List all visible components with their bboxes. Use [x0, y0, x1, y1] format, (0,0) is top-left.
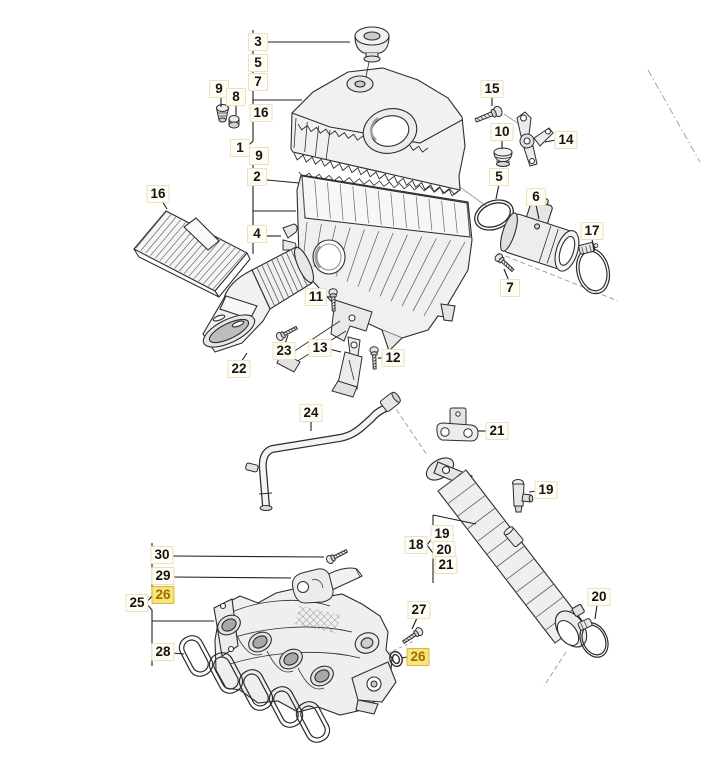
filter-element-in-housing-drawing	[302, 176, 470, 237]
callout-29[interactable]: 29	[151, 567, 175, 585]
hose-clamp-17-drawing	[571, 240, 614, 297]
callout-26[interactable]: 26	[406, 648, 430, 666]
callout-15[interactable]: 15	[480, 80, 504, 98]
callout-3[interactable]: 3	[248, 33, 268, 51]
o-ring-seal-drawing	[470, 195, 518, 236]
callout-28[interactable]: 28	[151, 643, 175, 661]
pipe-bracket-21-drawing	[437, 408, 478, 441]
callout-30[interactable]: 30	[150, 546, 174, 564]
breather-hose-drawing	[245, 391, 402, 511]
callout-16[interactable]: 16	[146, 185, 170, 203]
callout-6[interactable]: 6	[526, 188, 546, 206]
nut-drawing	[229, 116, 239, 129]
callout-16[interactable]: 16	[249, 104, 273, 122]
pipe-stub-drawing	[503, 525, 524, 547]
support-lever-drawing	[292, 568, 362, 603]
callout-21[interactable]: 21	[434, 556, 458, 574]
o-ring-26-drawing	[388, 650, 404, 668]
air-cleaner-cover-drawing	[291, 57, 465, 196]
callout-8[interactable]: 8	[226, 88, 246, 106]
callout-1[interactable]: 1	[230, 139, 250, 157]
callout-13[interactable]: 13	[308, 339, 332, 357]
callout-20[interactable]: 20	[587, 588, 611, 606]
bracket-13-drawing	[332, 337, 362, 397]
screw-12-icon	[369, 346, 380, 370]
callout-7[interactable]: 7	[500, 279, 520, 297]
callout-12[interactable]: 12	[381, 349, 405, 367]
rubber-buffer-drawing	[355, 27, 389, 62]
vent-valve-19-drawing	[513, 480, 533, 513]
callout-21[interactable]: 21	[485, 422, 509, 440]
screw-30-icon	[324, 546, 350, 566]
manifold-gaskets-drawing	[176, 632, 334, 746]
callout-24[interactable]: 24	[299, 404, 323, 422]
callout-23[interactable]: 23	[272, 342, 296, 360]
air-flow-meter-drawing	[497, 189, 590, 274]
vent-plug-drawing	[217, 105, 229, 123]
retaining-clip-drawing	[283, 224, 297, 250]
callout-19[interactable]: 19	[430, 525, 454, 543]
grommet-drawing	[494, 148, 512, 167]
callout-5[interactable]: 5	[248, 54, 268, 72]
intake-duct-drawing	[199, 245, 317, 353]
callout-11[interactable]: 11	[304, 288, 328, 306]
callout-7[interactable]: 7	[248, 73, 268, 91]
hose-clamp-20-drawing	[573, 615, 613, 662]
callout-14[interactable]: 14	[554, 131, 578, 149]
callout-25[interactable]: 25	[125, 594, 149, 612]
callout-27[interactable]: 27	[407, 601, 431, 619]
callout-22[interactable]: 22	[227, 360, 251, 378]
bracket-14-drawing	[517, 112, 553, 166]
callout-26[interactable]: 26	[151, 586, 175, 604]
intake-manifold-drawing	[214, 588, 396, 715]
callout-2[interactable]: 2	[247, 168, 267, 186]
callout-19[interactable]: 19	[534, 481, 558, 499]
manifold-ports	[214, 611, 337, 690]
callout-20[interactable]: 20	[432, 541, 456, 559]
callout-17[interactable]: 17	[580, 222, 604, 240]
callout-9[interactable]: 9	[249, 147, 269, 165]
callout-18[interactable]: 18	[404, 536, 428, 554]
callout-4[interactable]: 4	[247, 225, 267, 243]
filter-element-drawing	[134, 211, 250, 297]
callout-5[interactable]: 5	[489, 168, 509, 186]
callout-10[interactable]: 10	[490, 123, 514, 141]
screw-27-icon	[400, 625, 425, 647]
